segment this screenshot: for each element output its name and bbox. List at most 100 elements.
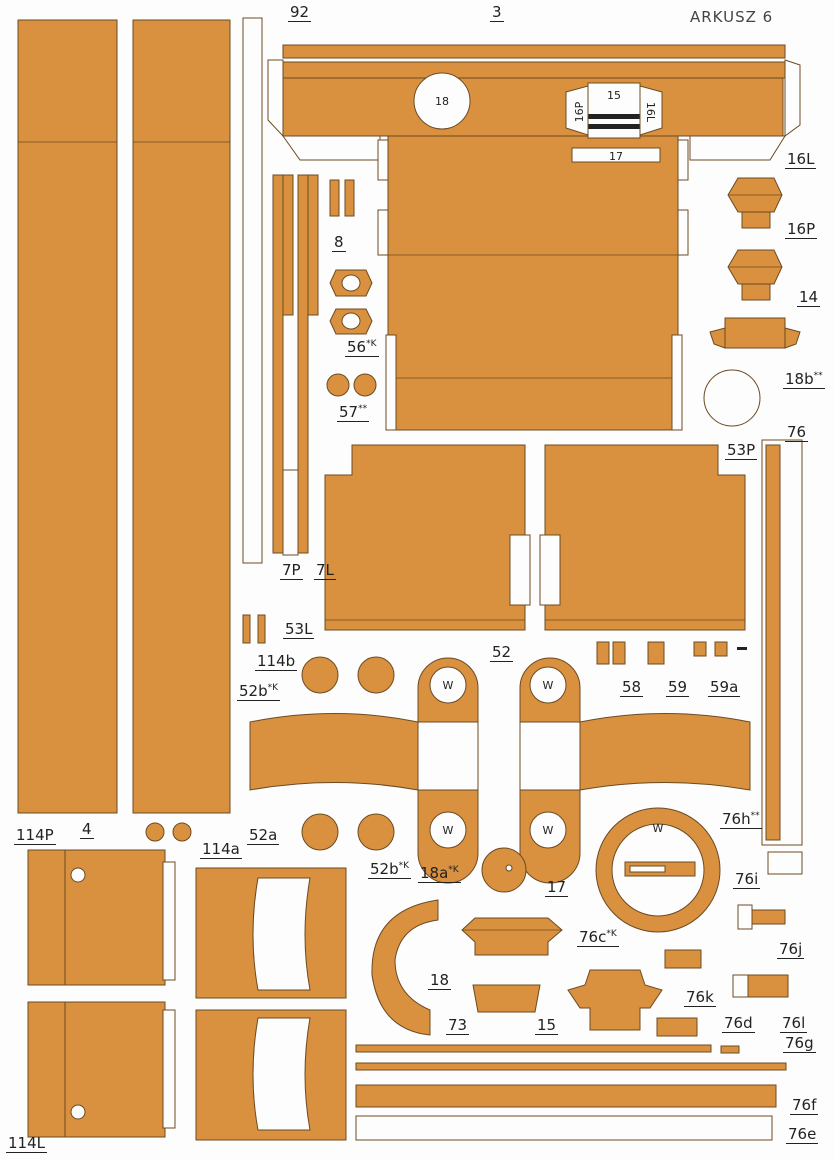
part-73: [472, 984, 541, 1013]
label-18b-text: 18b: [785, 370, 814, 388]
part-57: [326, 373, 350, 397]
part-strip-right: [132, 19, 231, 814]
part-76l: [720, 1045, 740, 1054]
label-114P: 114P: [14, 826, 56, 845]
part-76d: [355, 1044, 712, 1053]
label-73: 73: [446, 1016, 470, 1035]
part-strip-left: [17, 19, 118, 814]
label-76h-mark: **: [750, 811, 760, 821]
wheel-label-4: W: [543, 824, 554, 837]
label-8: 8: [332, 233, 346, 252]
part-16P: [727, 249, 783, 301]
inner-15: 15: [607, 89, 621, 102]
label-52b-top: 52b*K: [237, 682, 281, 701]
wheel-label-2: W: [443, 824, 454, 837]
part-52: [249, 657, 751, 884]
wheel-label-1: W: [443, 679, 454, 692]
label-53L: 53L: [283, 620, 315, 639]
part-114P: [27, 849, 176, 986]
part-114L: [27, 1001, 176, 1138]
part-114a: [145, 822, 165, 842]
label-14: 14: [797, 288, 821, 307]
label-18b-mark: **: [813, 371, 823, 381]
part-52a: [195, 867, 347, 1141]
part-76h: [595, 807, 721, 933]
label-76c-text: 76c: [579, 928, 607, 946]
label-57: 57**: [337, 403, 370, 422]
label-76c-mark: *K: [606, 929, 617, 939]
label-52a: 52a: [247, 826, 280, 845]
label-52b-top-mark: *K: [267, 683, 279, 693]
inner-18: 18: [435, 95, 449, 108]
inner-16L: 16L: [644, 102, 657, 123]
label-56-text: 56: [347, 338, 367, 356]
label-56-mark: *K: [366, 339, 377, 349]
part-18: [371, 899, 439, 1036]
part-76f: [355, 1084, 777, 1108]
part-14: [709, 317, 801, 349]
part-76k: [664, 949, 702, 969]
part-7P: [272, 174, 284, 554]
label-114a: 114a: [200, 840, 242, 859]
label-59a: 59a: [708, 678, 741, 697]
label-114b: 114b: [255, 652, 298, 671]
part-18b: [703, 369, 761, 427]
wheel-label-3: W: [543, 679, 554, 692]
label-76f: 76f: [790, 1096, 819, 1115]
label-52b-top-text: 52b: [239, 682, 268, 700]
part-59a: [693, 641, 707, 657]
label-56: 56*K: [345, 340, 379, 357]
label-76e: 76e: [786, 1125, 819, 1144]
part-52b-bottom: [301, 813, 339, 851]
part-8: [329, 179, 340, 217]
part-52b-top: [301, 656, 339, 694]
label-76h: 76h**: [720, 812, 762, 829]
label-76j: 76j: [777, 940, 805, 959]
part-18a: [481, 847, 527, 893]
part-58: [596, 641, 610, 665]
label-76l: 76l: [780, 1014, 808, 1033]
label-18b: 18b**: [783, 372, 825, 389]
label-57-mark: **: [358, 404, 368, 414]
label-76h-text: 76h: [722, 810, 751, 828]
label-59: 59: [666, 678, 690, 697]
label-4: 4: [80, 820, 94, 839]
label-15: 15: [535, 1016, 559, 1035]
label-76d: 76d: [722, 1014, 755, 1033]
label-18a-text: 18a: [420, 864, 449, 882]
label-76i: 76i: [733, 870, 761, 889]
label-76k: 76k: [684, 988, 716, 1007]
label-3: 3: [490, 3, 504, 22]
part-56: [329, 269, 373, 335]
part-76c: [567, 969, 663, 1031]
label-76g: 76g: [783, 1034, 816, 1053]
part-53P: [539, 444, 746, 631]
label-7P: 7P: [280, 561, 303, 580]
label-53P: 53P: [725, 441, 758, 460]
part-53L: [324, 444, 531, 631]
part-59: [647, 641, 665, 665]
label-114L: 114L: [6, 1134, 47, 1153]
label-52b-bottom-text: 52b: [370, 860, 399, 878]
part-16L: [727, 177, 783, 229]
label-52: 52: [490, 643, 514, 662]
label-92: 92: [288, 3, 312, 22]
label-18a: 18a*K: [418, 866, 461, 883]
inner-17: 17: [609, 150, 623, 163]
part-7L: [297, 174, 309, 554]
label-16P: 16P: [785, 220, 818, 239]
label-18: 18: [428, 971, 452, 990]
label-52b-bottom-mark: *K: [398, 861, 410, 871]
label-57-text: 57: [339, 403, 359, 421]
part-92: [242, 17, 263, 564]
wheel-label-5: W: [653, 822, 664, 835]
sheet-title: ARKUSZ 6: [690, 8, 774, 26]
label-7L: 7L: [314, 561, 336, 580]
label-76c: 76c*K: [577, 930, 619, 947]
inner-16P: 16P: [573, 101, 586, 122]
part-76g: [355, 1062, 787, 1071]
label-52b-bottom: 52b*K: [368, 860, 412, 879]
label-76: 76: [785, 423, 809, 442]
